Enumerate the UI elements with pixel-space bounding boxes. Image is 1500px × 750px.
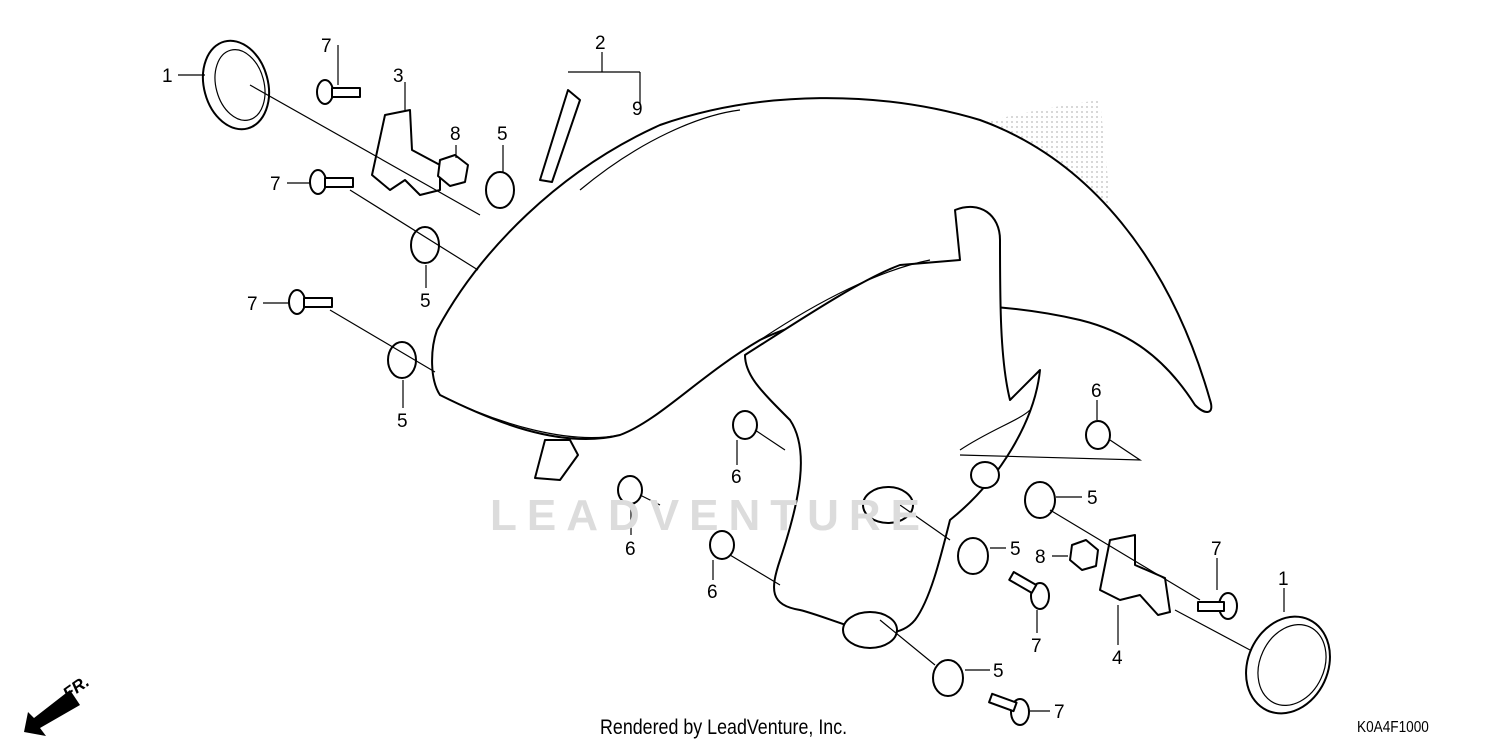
- callout-5: 5: [420, 291, 431, 312]
- callout-9: 9: [632, 99, 643, 120]
- callout-5: 5: [397, 411, 408, 432]
- callout-labels: 1 7 3 2 9 8 5 7 5 7 5 6 6 5 6 5 8 7 1 6 …: [162, 33, 1289, 723]
- front-direction-indicator: FR.: [24, 672, 93, 736]
- bracket-4[interactable]: [1099, 534, 1171, 616]
- nut-8[interactable]: [1069, 539, 1099, 571]
- bolts-7[interactable]: [288, 79, 1238, 726]
- fender-inner-panel[interactable]: [744, 205, 1041, 649]
- mount-hole: [842, 611, 898, 649]
- callout-8: 8: [450, 124, 461, 145]
- callout-2: 2: [595, 33, 606, 54]
- leader-lines: [178, 45, 1285, 712]
- callout-7: 7: [270, 174, 281, 195]
- watermark: LEADVENTURE: [490, 491, 930, 540]
- callout-7: 7: [321, 36, 332, 57]
- callout-1: 1: [162, 66, 173, 87]
- fender-stay: [534, 439, 579, 481]
- callout-8: 8: [1035, 547, 1046, 568]
- callout-7: 7: [1031, 636, 1042, 657]
- mount-hole: [862, 486, 914, 524]
- bracket-3[interactable]: [371, 109, 441, 196]
- mount-hole: [970, 461, 1000, 489]
- stripe-2[interactable]: [539, 89, 581, 183]
- callout-4: 4: [1112, 648, 1123, 669]
- callout-6: 6: [731, 467, 742, 488]
- diagram-code: K0A4F1000: [1357, 719, 1429, 736]
- callout-6: 6: [1091, 381, 1102, 402]
- callout-1: 1: [1278, 569, 1289, 590]
- callout-6: 6: [625, 539, 636, 560]
- nut-8[interactable]: [437, 154, 469, 187]
- cap-left[interactable]: [193, 33, 278, 136]
- callout-5: 5: [993, 661, 1004, 682]
- callout-7: 7: [1211, 539, 1222, 560]
- callout-5: 5: [1087, 488, 1098, 509]
- grommets-5[interactable]: [387, 171, 1056, 697]
- callout-5: 5: [1010, 539, 1021, 560]
- cap-right[interactable]: [1231, 603, 1346, 727]
- callout-6: 6: [707, 582, 718, 603]
- callout-7: 7: [247, 294, 258, 315]
- callout-5: 5: [497, 124, 508, 145]
- collars-6[interactable]: [617, 410, 1111, 560]
- footer-credit: Rendered by LeadVenture, Inc.: [600, 716, 848, 739]
- callout-3: 3: [393, 66, 404, 87]
- callout-7: 7: [1054, 702, 1065, 723]
- arrow-icon: [24, 690, 80, 736]
- front-fender[interactable]: [431, 97, 1213, 440]
